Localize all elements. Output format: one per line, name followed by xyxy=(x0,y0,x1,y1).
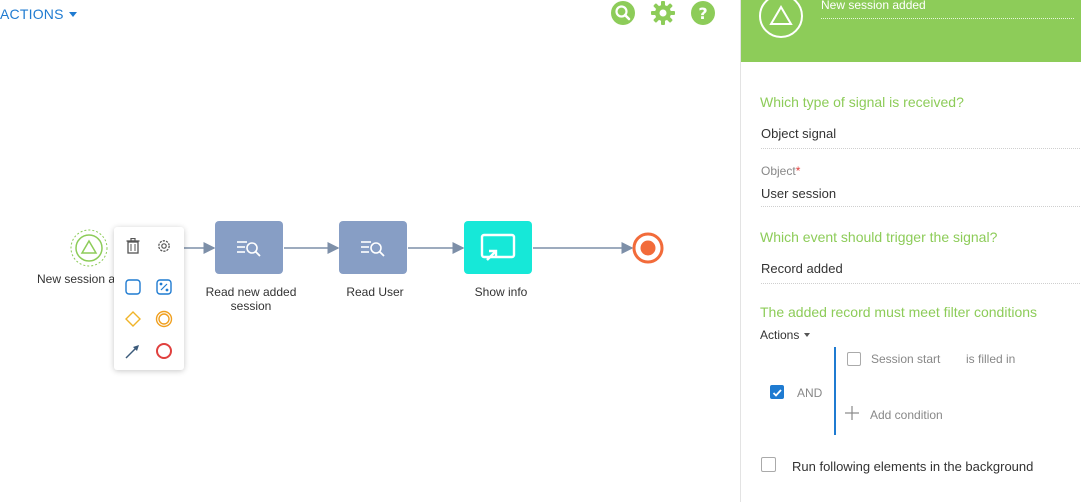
task-show-info[interactable] xyxy=(464,221,532,274)
event-title: Which event should trigger the signal? xyxy=(760,229,998,245)
auto-generated-page-icon[interactable] xyxy=(154,277,174,297)
intermediate-event-icon[interactable] xyxy=(154,309,174,329)
field-underline xyxy=(761,206,1080,207)
task-label-line: Read new added xyxy=(205,285,297,299)
start-event-label: New session a xyxy=(37,272,116,286)
filter-title: The added record must meet filter condit… xyxy=(760,304,1038,320)
object-field-value[interactable]: User session xyxy=(761,186,837,201)
sequence-flow-arrow-icon[interactable] xyxy=(123,341,143,361)
end-event-icon[interactable] xyxy=(154,341,174,361)
condition-field[interactable]: Session start xyxy=(871,352,941,366)
and-group-checkbox[interactable] xyxy=(770,385,784,399)
panel-header: New session added xyxy=(741,0,1081,62)
add-condition-button[interactable]: Add condition xyxy=(870,408,943,422)
caret-down-icon xyxy=(804,333,811,337)
condition-checkbox[interactable] xyxy=(847,352,861,366)
object-field-label: Object* xyxy=(761,164,800,178)
condition-operator[interactable]: is filled in xyxy=(966,352,1016,366)
run-in-background-checkbox[interactable] xyxy=(761,457,776,472)
read-data-icon xyxy=(237,240,261,257)
canvas-toolbar: ? xyxy=(610,0,716,26)
task-label: Read new added session xyxy=(199,285,303,313)
field-underline xyxy=(761,283,1080,284)
required-marker: * xyxy=(795,164,801,178)
field-underline xyxy=(761,148,1080,149)
read-data-icon xyxy=(361,240,385,257)
element-quick-toolbar xyxy=(114,227,184,370)
filter-actions-button[interactable]: Actions xyxy=(760,328,811,342)
task-label-line: session xyxy=(230,299,272,313)
object-caption: Object xyxy=(761,164,796,178)
process-canvas[interactable]: ACTIONS ? New session a xyxy=(0,0,740,502)
element-properties-panel: New session added Which type of signal i… xyxy=(740,0,1081,502)
actions-menu-label: ACTIONS xyxy=(0,6,64,22)
signal-type-value[interactable]: Object signal xyxy=(761,126,837,141)
actions-menu-button[interactable]: ACTIONS xyxy=(0,6,77,22)
task-label: Read User xyxy=(346,285,404,299)
end-event xyxy=(632,232,664,264)
pre-configured-page-icon xyxy=(480,233,516,261)
plus-icon[interactable] xyxy=(845,406,859,420)
run-in-background-label: Run following elements in the background xyxy=(792,459,1034,474)
element-name[interactable]: New session added xyxy=(821,0,926,12)
task-shape-icon[interactable] xyxy=(123,277,143,297)
svg-text:?: ? xyxy=(698,4,707,23)
check-icon xyxy=(772,389,782,397)
task-label: Show info xyxy=(474,285,528,299)
flow-connectors xyxy=(70,229,664,267)
caret-down-icon xyxy=(68,11,77,17)
signal-type-title: Which type of signal is received? xyxy=(760,94,964,110)
signal-event-icon xyxy=(759,0,803,38)
and-label[interactable]: AND xyxy=(797,386,823,400)
event-value[interactable]: Record added xyxy=(761,261,843,276)
gear-icon[interactable] xyxy=(650,0,676,26)
search-icon[interactable] xyxy=(610,0,636,26)
settings-icon[interactable] xyxy=(154,236,174,256)
filter-group-bracket xyxy=(834,347,836,435)
gateway-diamond-icon[interactable] xyxy=(123,309,143,329)
header-underline xyxy=(821,18,1074,19)
task-read-user[interactable] xyxy=(339,221,407,274)
help-icon[interactable]: ? xyxy=(690,0,716,26)
trash-icon[interactable] xyxy=(123,236,143,256)
task-read-new-added-session[interactable] xyxy=(215,221,283,274)
start-signal-event xyxy=(70,229,108,267)
triangle-signal-icon xyxy=(80,239,98,254)
filter-actions-label: Actions xyxy=(760,328,800,342)
